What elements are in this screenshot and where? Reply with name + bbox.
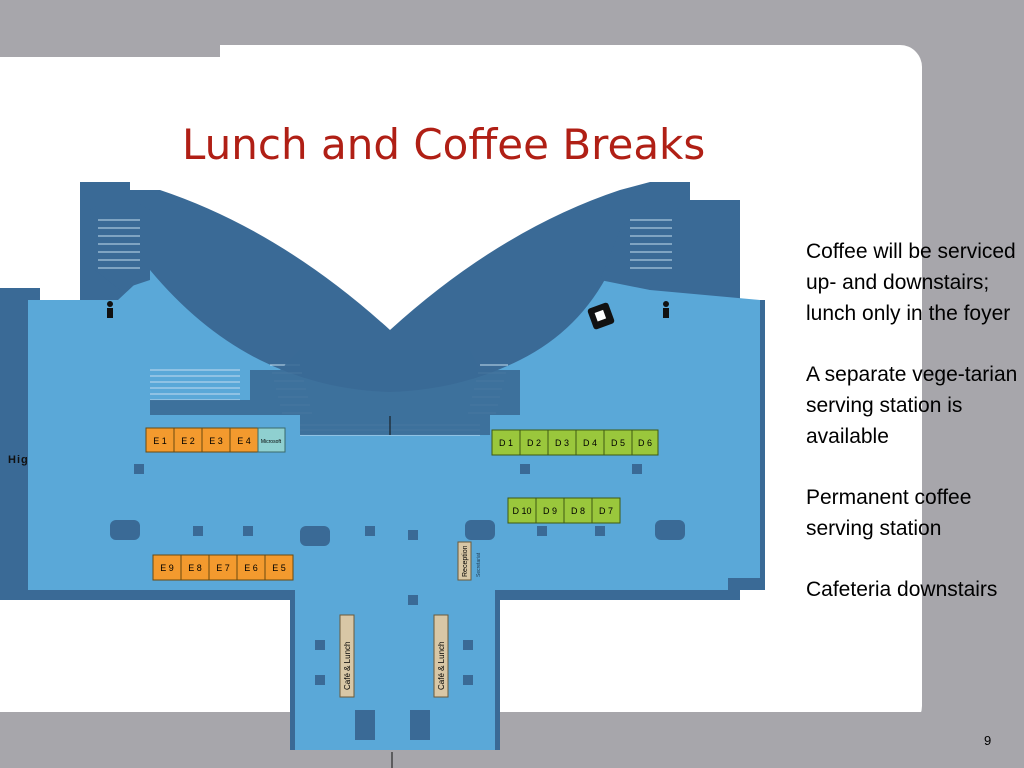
booth-label: D 4 [583,438,597,448]
booth-label: D 5 [611,438,625,448]
inner-corridor [150,350,520,435]
note-permanent-coffee: Permanent coffee serving station [806,486,972,540]
edge-label: Hig [8,454,29,466]
booth-label: D 8 [571,506,585,516]
booth-label: D 10 [512,506,531,516]
booth-label: E 4 [237,436,251,446]
booth-label: E 5 [272,563,286,573]
booth-row-d-mid: D 10 D 9 D 8 D 7 [507,497,621,524]
booth-label: D 1 [499,438,513,448]
reception-desk: Reception Secretariat [457,541,482,581]
note-coffee-service: Coffee will be serviced up- and downstai… [806,240,1016,325]
booth-label: D 3 [555,438,569,448]
coffee-cup-icon [587,302,615,330]
note-cafeteria: Cafeteria downstairs [806,578,998,601]
note-vegetarian-station: A separate vege-tarian serving station i… [806,363,1018,448]
booth-label: E 1 [153,436,167,446]
booth-label: E 8 [188,563,202,573]
booth-e3 [201,427,231,453]
booth-e2 [173,427,203,453]
booth-label: E 9 [160,563,174,573]
booth-row-e-bottom: E 9 E 8 E 7 E 6 E 5 [152,554,294,581]
restroom-icon [663,301,669,318]
booth-row-d-top: D 1 D 2 D 3 D 4 D 5 D 6 [491,429,659,456]
bottom-band [0,712,1024,768]
floor-area [28,270,760,750]
cafe-lunch-label-right: Café & Lunch [437,642,446,690]
top-band-left [0,45,220,57]
microsoft-label: Microsoft [261,439,282,445]
floor-plan: E 1 E 2 E 3 E 4 Microsoft D 1 D 2 D 3 D … [0,182,765,768]
booth-label: E 7 [216,563,230,573]
booth-row-e-top: E 1 E 2 E 3 E 4 Microsoft [145,427,286,453]
restroom-icon [107,301,113,318]
booth-microsoft [257,427,286,453]
side-notes: Coffee will be serviced up- and downstai… [806,236,1021,635]
booth-label: D 2 [527,438,541,448]
cafe-lunch-counters: Café & Lunch Café & Lunch [339,614,449,698]
booth-label: D 6 [638,438,652,448]
booth-label: D 9 [543,506,557,516]
reception-label: Reception [462,545,469,577]
booth-label: E 2 [181,436,195,446]
booth-label: D 7 [599,506,613,516]
booth-label: E 3 [209,436,223,446]
page-number: 9 [984,733,992,748]
secretariat-label: Secretariat [476,552,482,577]
booth-e1 [145,427,175,453]
slide-title: Lunch and Coffee Breaks [182,120,706,170]
booth-label: E 6 [244,563,258,573]
pillars [110,464,685,740]
cafe-lunch-label-left: Café & Lunch [343,642,352,690]
